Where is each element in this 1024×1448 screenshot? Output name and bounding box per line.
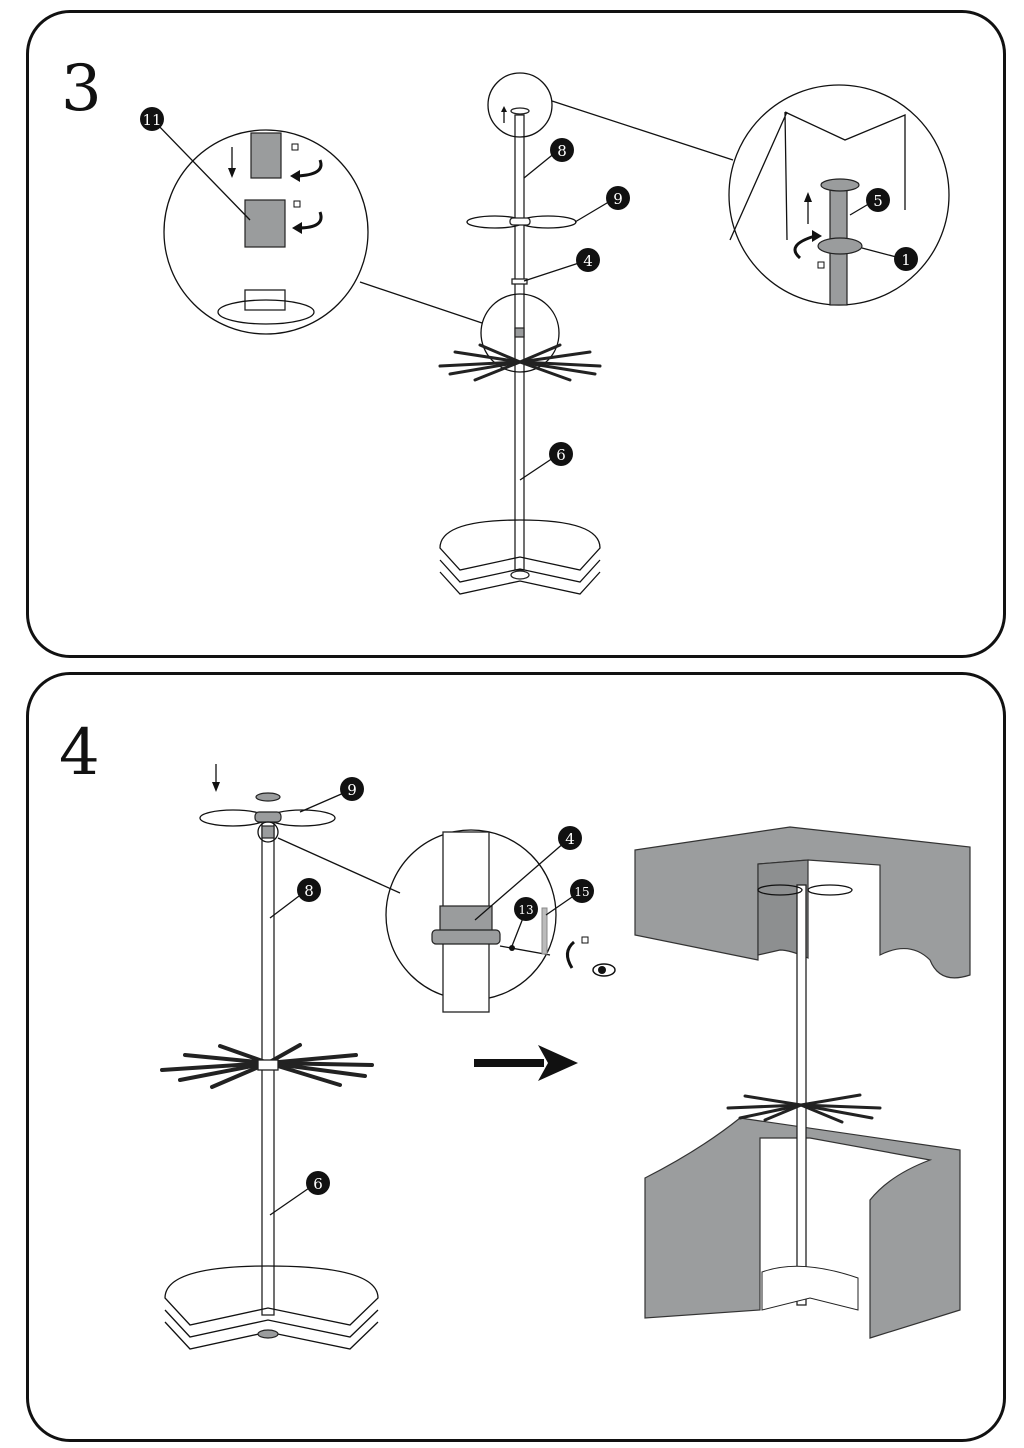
svg-text:6: 6 xyxy=(556,446,566,464)
lock-icon xyxy=(293,200,301,208)
callout-6: 6 xyxy=(549,442,573,466)
up-arrow-icon xyxy=(501,106,507,123)
step-number: 3 xyxy=(61,52,102,126)
svg-text:8: 8 xyxy=(304,882,314,900)
pole-installed xyxy=(796,884,807,1306)
callout-8: 8 xyxy=(297,878,321,902)
base-tray xyxy=(164,1265,379,1350)
rotate-icon xyxy=(566,940,576,969)
ring-4 xyxy=(511,278,528,285)
callout-4: 4 xyxy=(558,826,582,850)
pole xyxy=(514,114,525,571)
base-tray xyxy=(439,519,601,595)
down-arrow-icon xyxy=(212,764,220,792)
right-arrow-icon xyxy=(474,1045,578,1081)
callout-15: 15 xyxy=(570,879,594,903)
svg-text:1: 1 xyxy=(901,251,911,269)
ring-4 xyxy=(439,905,493,935)
spoke-tray xyxy=(438,343,602,382)
step-3-illustration: 8 9 4 6 11 5 1 xyxy=(140,72,950,595)
cabinet-illustration xyxy=(634,826,971,1339)
detail-circle-middle xyxy=(480,293,560,373)
svg-text:9: 9 xyxy=(347,781,357,799)
svg-text:4: 4 xyxy=(583,252,593,270)
screw-13 xyxy=(509,945,515,951)
hex-key-15 xyxy=(541,907,548,955)
callout-11: 11 xyxy=(140,107,164,131)
svg-text:8: 8 xyxy=(557,142,567,160)
leader-line xyxy=(277,837,401,894)
callout-1: 1 xyxy=(894,247,918,271)
pole-end xyxy=(250,132,282,179)
callout-4: 4 xyxy=(576,248,600,272)
callout-9: 9 xyxy=(606,186,630,210)
top-cap xyxy=(510,107,530,115)
callout-13: 13 xyxy=(514,897,538,921)
coupling xyxy=(514,327,525,338)
coupling-11 xyxy=(244,199,286,248)
tray-9 xyxy=(199,792,336,839)
eye-icon xyxy=(592,963,616,977)
rotate-arrow-icon xyxy=(292,211,323,234)
detail-marker xyxy=(257,821,279,843)
down-arrow-icon xyxy=(228,147,236,178)
svg-text:6: 6 xyxy=(313,1175,323,1193)
callout-6: 6 xyxy=(306,1171,330,1195)
leader-line xyxy=(359,281,483,324)
callout-8: 8 xyxy=(550,138,574,162)
step-4-illustration: 9 8 6 xyxy=(160,764,971,1350)
callout-5: 5 xyxy=(866,188,890,212)
svg-text:4: 4 xyxy=(565,830,575,848)
svg-text:11: 11 xyxy=(142,111,161,129)
detail-circle-left xyxy=(163,129,369,335)
callout-9: 9 xyxy=(340,777,364,801)
rotate-arrow-icon xyxy=(793,230,822,260)
lock-icon xyxy=(291,143,299,151)
leader-line xyxy=(551,100,734,161)
up-arrow-icon xyxy=(804,192,812,224)
lock-icon xyxy=(817,261,825,269)
svg-text:13: 13 xyxy=(518,903,533,917)
detail-circle-top xyxy=(487,72,553,138)
rotate-arrow-icon xyxy=(290,159,323,182)
step-number: 4 xyxy=(59,716,100,790)
svg-text:15: 15 xyxy=(574,885,589,899)
svg-text:5: 5 xyxy=(873,192,883,210)
flange-1 xyxy=(817,237,863,255)
svg-text:9: 9 xyxy=(613,190,623,208)
lock-icon xyxy=(581,936,589,944)
